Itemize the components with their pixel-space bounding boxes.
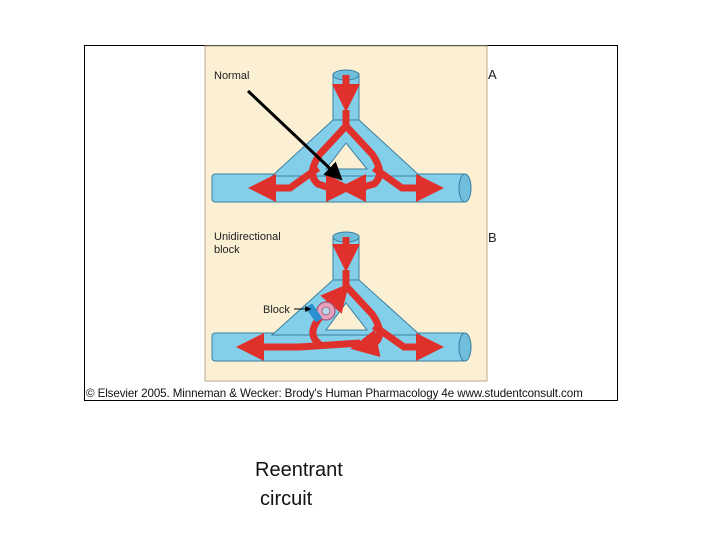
caption: Reentrant circuit xyxy=(255,456,343,514)
panel-b-letter: B xyxy=(488,230,497,245)
panel-b-label-line1: Unidirectional xyxy=(214,231,281,243)
panel-a-letter: A xyxy=(488,67,497,82)
panel-b-label-line2: block xyxy=(214,244,240,256)
caption-line-2: circuit xyxy=(255,485,343,514)
caption-line-1: Reentrant xyxy=(255,456,343,485)
panel-a-label: Normal xyxy=(214,70,249,82)
block-label: Block xyxy=(263,304,290,316)
copyright-line: © Elsevier 2005. Minneman & Wecker: Brod… xyxy=(86,387,626,400)
